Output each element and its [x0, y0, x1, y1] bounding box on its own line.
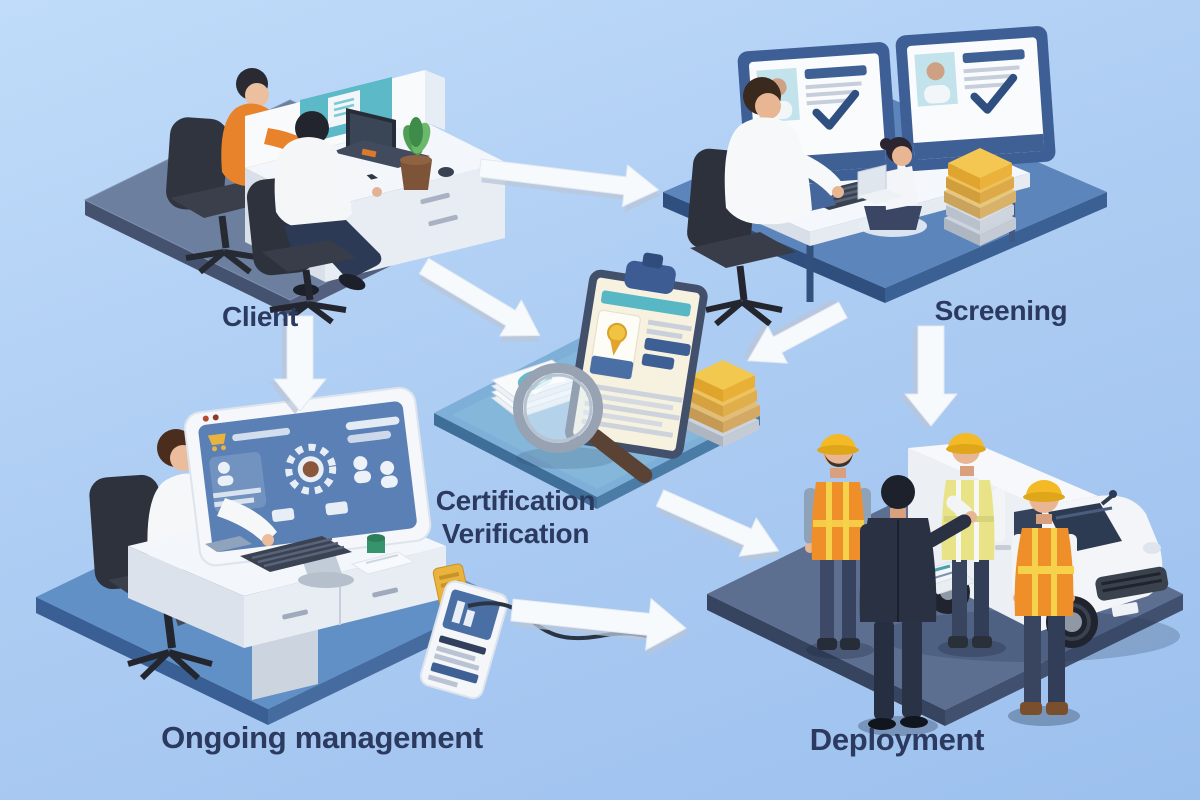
- arrow-client-to-certification: [418, 257, 541, 342]
- keyboard: [205, 536, 352, 572]
- hard-hat: [1026, 480, 1062, 496]
- label-certification-line1: Certification: [435, 485, 596, 516]
- arrow-client-to-screening: [478, 158, 662, 212]
- notebook: [350, 551, 416, 575]
- worker-orange-vest: [804, 434, 874, 659]
- label-deployment: Deployment: [809, 722, 985, 757]
- potted-plant: [400, 117, 432, 190]
- headlight: [1143, 542, 1161, 554]
- businessman-suit: [858, 475, 972, 736]
- person-arm: [217, 498, 277, 544]
- hard-hat: [948, 433, 984, 448]
- label-client: Client: [222, 301, 298, 332]
- gear-icon: [285, 443, 337, 495]
- client-scene: [83, 68, 505, 325]
- label-ongoing-management: Ongoing management: [161, 720, 483, 755]
- recruiter-person: [724, 77, 844, 225]
- beard: [824, 452, 853, 467]
- folder-stack-gold: [686, 360, 760, 447]
- people-icons: [353, 456, 398, 489]
- person-white-shirt: [274, 111, 382, 296]
- ongoing-management-scene: [36, 386, 669, 725]
- grille: [1095, 566, 1169, 601]
- person-icon: [217, 461, 230, 474]
- label-certification-verification: Certification Verification: [408, 484, 623, 550]
- seated-person-laptop: [857, 137, 927, 237]
- certification-verification-scene: [434, 252, 760, 509]
- arrow-screening-to-deployment: [900, 325, 958, 429]
- arrow-screening-to-certification: [742, 299, 848, 364]
- folder-stack-gold: [944, 148, 1016, 246]
- cart-icon: [207, 433, 226, 446]
- cup: [367, 534, 385, 553]
- deployment-scene: [707, 433, 1183, 736]
- worker-orange-vest: [1008, 480, 1080, 726]
- label-certification-line2: Verification: [441, 518, 590, 550]
- license-plate: [1111, 602, 1139, 617]
- flow-arrows: [269, 158, 958, 656]
- arrow-certification-to-deployment: [655, 489, 780, 563]
- arrow-client-to-ongoing: [269, 315, 327, 414]
- screening-scene: [663, 25, 1107, 327]
- mouse: [438, 167, 454, 177]
- candidate-profile-monitor: [895, 25, 1056, 171]
- label-screening: Screening: [934, 295, 1068, 326]
- magnifying-glass: [513, 363, 653, 484]
- arrow-ongoing-to-deployment: [510, 597, 689, 656]
